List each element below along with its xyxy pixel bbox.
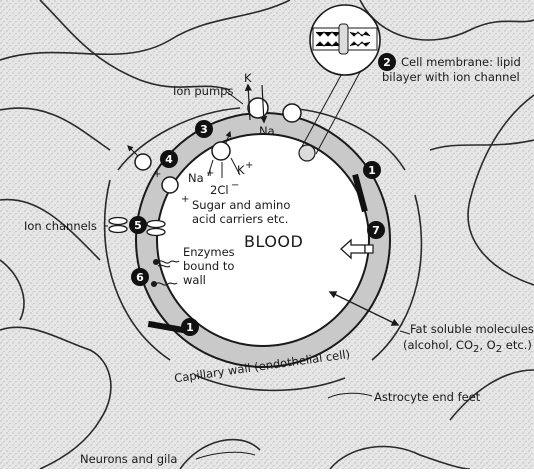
carrier-plus-bottom: + xyxy=(181,194,189,205)
sugar-label-line1: Sugar and amino xyxy=(192,198,290,212)
pump-k-label: K xyxy=(244,71,252,85)
marker-7: 7 xyxy=(367,221,385,239)
membrane-label-line2: bilayer with ion channel xyxy=(382,70,520,84)
cl-minus-sign: − xyxy=(231,180,239,191)
sugar-label-line2: acid carriers etc. xyxy=(192,212,288,226)
ion-channels-label: Ion channels xyxy=(24,219,97,233)
ion-pumps-label: Ion pumps xyxy=(173,84,233,98)
enzymes-label-line2: bound to xyxy=(183,259,234,273)
svg-text:1: 1 xyxy=(186,321,194,334)
svg-text:5: 5 xyxy=(134,219,142,232)
svg-text:2: 2 xyxy=(383,56,391,69)
svg-text:7: 7 xyxy=(372,224,380,237)
marker-2: 2 xyxy=(378,53,396,71)
marker-1-bottom: 1 xyxy=(181,318,199,336)
membrane-label-line1: Cell membrane: lipid xyxy=(401,55,521,69)
svg-text:1: 1 xyxy=(368,164,376,177)
k-plus-sign: + xyxy=(245,160,253,171)
fat-soluble-label-line1: Fat soluble molecules xyxy=(410,322,534,336)
marker-3: 3 xyxy=(195,120,213,138)
marker-4: 4 xyxy=(160,150,178,168)
cl-label: 2Cl xyxy=(210,183,229,197)
svg-text:3: 3 xyxy=(200,123,208,136)
marker-5: 5 xyxy=(129,216,147,234)
marker-1-top: 1 xyxy=(363,161,381,179)
k-label: K xyxy=(237,163,245,177)
marker-6: 6 xyxy=(131,268,149,286)
enzymes-label-line1: Enzymes xyxy=(183,245,235,259)
astrocyte-label: Astrocyte end feet xyxy=(374,390,481,404)
na-label: Na xyxy=(188,171,204,185)
neurons-label: Neurons and gila xyxy=(80,452,177,466)
svg-text:4: 4 xyxy=(165,153,173,166)
carrier-plus-top: + xyxy=(153,169,161,180)
svg-text:6: 6 xyxy=(136,271,144,284)
na-plus-sign: + xyxy=(206,168,214,179)
pump-na-label: Na xyxy=(259,124,275,138)
enzymes-label-line3: wall xyxy=(183,273,206,287)
blood-label: BLOOD xyxy=(244,232,303,251)
